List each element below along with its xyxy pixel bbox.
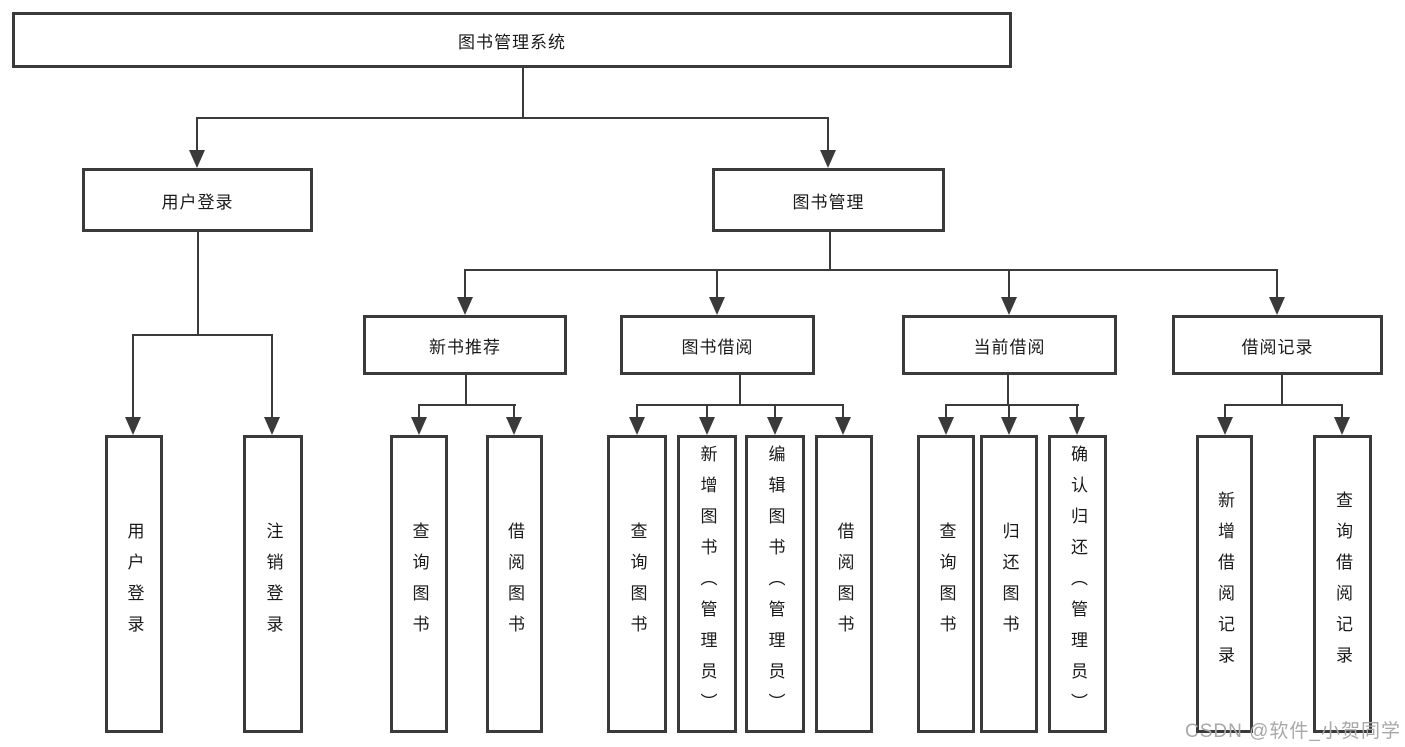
connector-recommend-stem	[465, 375, 467, 405]
leaf-confirm-return-admin: 确认归还（管理员）	[1048, 435, 1107, 733]
arrowhead-cb-return	[1001, 417, 1017, 435]
connector-l2-hline	[196, 117, 829, 119]
connector-drop-leaf-logout	[271, 335, 273, 427]
node-borrowing-records: 借阅记录	[1172, 315, 1383, 375]
connector-book-management-stem	[829, 232, 831, 270]
connector-l2-drop-user-login	[196, 118, 198, 160]
arrowhead-cb-confirm	[1069, 417, 1085, 435]
connector-current-stem	[1007, 375, 1009, 405]
connector-l3-drop-current	[1008, 270, 1010, 307]
node-book-management: 图书管理	[712, 168, 945, 232]
arrowhead-br-add	[1217, 417, 1233, 435]
connector-recommend-hline	[418, 404, 516, 406]
arrowhead-borrowing	[709, 297, 725, 315]
leaf-current-query-books: 查询图书	[917, 435, 975, 733]
connector-l3-drop-records	[1276, 270, 1278, 307]
leaf-add-borrow-record: 新增借阅记录	[1196, 435, 1253, 733]
connector-records-hline	[1224, 404, 1343, 406]
leaf-confirm-return-admin-label: 确认归还（管理员）	[1068, 444, 1087, 724]
leaf-user-login: 用户登录	[105, 435, 163, 733]
connector-drop-bb-query	[636, 405, 638, 427]
leaf-recommend-borrow-books: 借阅图书	[486, 435, 543, 733]
connector-drop-bb-borrow	[842, 405, 844, 427]
leaf-borrow-query-books-label: 查询图书	[627, 522, 647, 646]
node-new-book-recommend: 新书推荐	[363, 315, 567, 375]
leaf-add-borrow-record-label: 新增借阅记录	[1215, 491, 1234, 677]
connector-l2-drop-book-management	[827, 118, 829, 160]
connector-drop-cb-query	[945, 405, 947, 427]
connector-drop-br-query	[1341, 405, 1343, 427]
leaf-recommend-query-books: 查询图书	[390, 435, 448, 733]
node-user-login-label: 用户登录	[161, 192, 234, 212]
node-user-login: 用户登录	[82, 168, 313, 232]
node-book-management-label: 图书管理	[792, 192, 865, 212]
connector-user-login-stem	[197, 232, 199, 335]
leaf-recommend-borrow-books-label: 借阅图书	[505, 522, 524, 646]
leaf-recommend-query-books-label: 查询图书	[409, 522, 429, 646]
arrowhead-bb-query	[629, 417, 645, 435]
arrowhead-bb-edit	[767, 417, 783, 435]
connector-drop-rec-borrow	[513, 405, 515, 427]
arrowhead-br-query	[1334, 417, 1350, 435]
connector-l3-drop-borrowing	[716, 270, 718, 307]
connector-records-stem	[1281, 375, 1283, 405]
leaf-query-borrow-record: 查询借阅记录	[1313, 435, 1372, 733]
arrowhead-leaf-logout	[264, 417, 280, 435]
connector-borrowing-hline	[636, 404, 844, 406]
leaf-add-books-admin-label: 新增图书（管理员）	[697, 444, 717, 724]
arrowhead-bb-add	[699, 417, 715, 435]
node-root-label: 图书管理系统	[458, 32, 566, 52]
node-new-book-recommend-label: 新书推荐	[429, 337, 501, 357]
connector-current-hline	[945, 404, 1079, 406]
connector-l3-hline	[464, 269, 1278, 271]
leaf-edit-books-admin: 编辑图书（管理员）	[745, 435, 805, 733]
leaf-logout-label: 注销登录	[263, 522, 283, 646]
connector-drop-rec-query	[418, 405, 420, 427]
leaf-return-books: 归还图书	[980, 435, 1038, 733]
arrowhead-rec-borrow	[506, 417, 522, 435]
leaf-current-query-books-label: 查询图书	[936, 522, 956, 646]
connector-user-login-hline	[132, 334, 273, 336]
connector-l3-drop-recommend	[464, 270, 466, 307]
leaf-add-books-admin: 新增图书（管理员）	[677, 435, 737, 733]
leaf-borrow-books: 借阅图书	[815, 435, 873, 733]
connector-drop-br-add	[1224, 405, 1226, 427]
arrowhead-rec-query	[411, 417, 427, 435]
connector-drop-cb-confirm	[1076, 405, 1078, 427]
csdn-watermark: CSDN @软件_小贺同学	[1185, 721, 1401, 742]
node-borrowing-records-label: 借阅记录	[1241, 337, 1314, 357]
node-current-borrowing-label: 当前借阅	[973, 337, 1046, 357]
leaf-edit-books-admin-label: 编辑图书（管理员）	[765, 444, 785, 724]
arrowhead-leaf-user-login	[125, 417, 141, 435]
node-book-borrowing-label: 图书借阅	[681, 337, 754, 357]
leaf-borrow-query-books: 查询图书	[607, 435, 667, 733]
leaf-user-login-label: 用户登录	[124, 522, 144, 646]
connector-drop-bb-add	[706, 405, 708, 427]
arrowhead-bb-borrow	[835, 417, 851, 435]
arrowhead-book-management	[820, 150, 836, 168]
arrowhead-records	[1269, 297, 1285, 315]
leaf-query-borrow-record-label: 查询借阅记录	[1333, 491, 1352, 677]
connector-drop-leaf-user-login	[132, 335, 134, 427]
node-book-borrowing: 图书借阅	[620, 315, 815, 375]
connector-borrowing-stem	[739, 375, 741, 405]
arrowhead-user-login	[189, 150, 205, 168]
arrowhead-recommend	[457, 297, 473, 315]
arrowhead-cb-query	[938, 417, 954, 435]
node-root: 图书管理系统	[12, 12, 1012, 68]
node-current-borrowing: 当前借阅	[902, 315, 1117, 375]
leaf-borrow-books-label: 借阅图书	[834, 522, 854, 646]
connector-root-stem	[522, 68, 524, 118]
connector-drop-bb-edit	[774, 405, 776, 427]
connector-drop-cb-return	[1008, 405, 1010, 427]
leaf-logout: 注销登录	[243, 435, 303, 733]
leaf-return-books-label: 归还图书	[999, 522, 1019, 646]
arrowhead-current	[1001, 297, 1017, 315]
